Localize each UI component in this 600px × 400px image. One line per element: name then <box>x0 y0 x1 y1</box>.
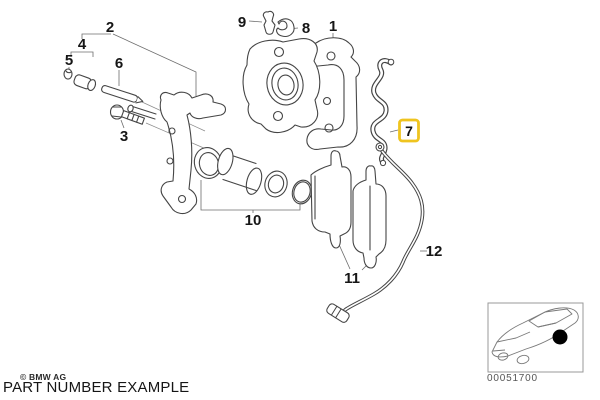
caliper-housing-drawing <box>242 37 361 150</box>
callout-leader-lines <box>68 20 427 271</box>
retaining-spring-drawing <box>370 58 395 167</box>
part-callout-5[interactable]: 5 <box>65 52 73 69</box>
highlighted-part-callout[interactable]: 7 <box>398 118 420 143</box>
car-3quarter-outline-icon <box>491 307 579 365</box>
wear-sensor-drawing <box>326 142 425 323</box>
part-callout-4[interactable]: 4 <box>78 36 87 53</box>
piston-seal-kit-drawing <box>193 147 313 205</box>
part-callout-11[interactable]: 11 <box>344 270 360 287</box>
diagram-number: 00051700 <box>487 373 538 384</box>
thumbnail-frame <box>487 302 584 373</box>
part-callout-3[interactable]: 3 <box>120 128 128 145</box>
page-caption: PART NUMBER EXAMPLE <box>3 379 190 396</box>
rear-axle-location-dot <box>552 329 568 345</box>
carrier-bracket-drawing <box>127 91 227 215</box>
part-callout-8[interactable]: 8 <box>302 20 310 37</box>
guide-pin-hardware-drawing <box>63 68 145 125</box>
part-callout-9[interactable]: 9 <box>238 14 246 31</box>
part-callout-1[interactable]: 1 <box>329 18 337 35</box>
part-callout-6[interactable]: 6 <box>115 55 123 72</box>
bleeder-valve-drawing <box>262 10 276 35</box>
part-callout-2[interactable]: 2 <box>106 19 114 36</box>
part-callout-10[interactable]: 10 <box>245 212 262 229</box>
part-callout-7: 7 <box>405 123 413 139</box>
bmw-copyright: © BMW AG <box>20 372 67 382</box>
part-callout-12[interactable]: 12 <box>426 243 443 260</box>
brake-pads-drawing <box>310 150 387 269</box>
retaining-clip-drawing <box>276 18 295 37</box>
vehicle-thumbnail <box>487 302 584 373</box>
highlight-box <box>398 118 420 143</box>
